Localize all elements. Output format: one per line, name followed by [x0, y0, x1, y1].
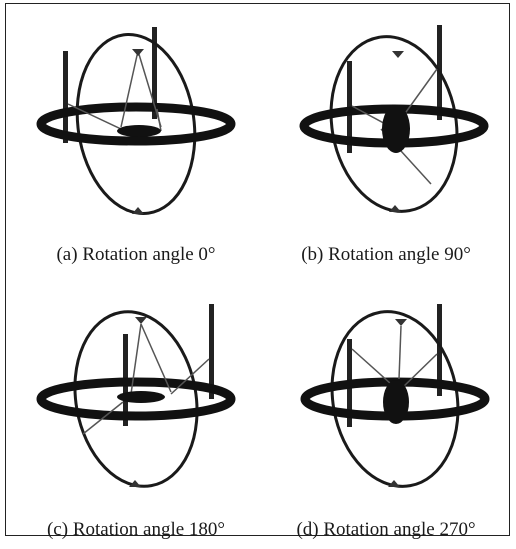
horizontal-ring	[36, 102, 236, 146]
disk-body	[383, 380, 409, 424]
right-post	[437, 304, 442, 396]
figure-frame: (a) Rotation angle 0° (b) Rotation angle…	[5, 3, 511, 540]
bottom-marker-icon	[132, 207, 144, 214]
panel-rotation-90: (b) Rotation angle 90°	[261, 9, 511, 274]
panel-rotation-0: (a) Rotation angle 0°	[11, 9, 261, 274]
top-marker-icon	[392, 51, 404, 58]
cable	[170, 358, 210, 395]
top-marker-icon	[395, 319, 407, 326]
cable	[140, 323, 172, 393]
gimbal-diagram-270	[300, 304, 490, 488]
bottom-marker-icon	[129, 480, 141, 487]
gimbal-diagram-90	[299, 25, 489, 213]
top-marker-icon	[135, 317, 147, 324]
disk-body	[117, 125, 161, 137]
disk-body	[382, 105, 410, 153]
disk-body	[117, 391, 165, 403]
caption-rotation-180: (c) Rotation angle 180°	[46, 519, 226, 540]
bottom-marker-icon	[388, 480, 400, 487]
panel-rotation-180: (c) Rotation angle 180°	[11, 284, 261, 549]
cable	[67, 103, 122, 130]
cable	[398, 325, 402, 380]
top-marker-icon	[132, 49, 144, 56]
right-post	[152, 27, 157, 119]
cable	[400, 68, 438, 120]
horizontal-ring	[36, 377, 236, 421]
left-post	[63, 51, 68, 143]
caption-rotation-270: (d) Rotation angle 270°	[296, 519, 476, 540]
panel-rotation-270: (d) Rotation angle 270°	[261, 284, 511, 549]
cable	[137, 50, 162, 128]
cable	[400, 353, 438, 390]
cable	[82, 401, 124, 435]
caption-rotation-0: (a) Rotation angle 0°	[56, 244, 216, 265]
vertical-ring	[75, 33, 197, 215]
bottom-marker-icon	[389, 205, 401, 212]
cable	[351, 348, 392, 385]
cable	[130, 323, 142, 395]
cable	[120, 50, 139, 128]
gimbal-diagram-180	[36, 304, 236, 488]
caption-rotation-90: (b) Rotation angle 90°	[301, 244, 471, 265]
gimbal-diagram-0	[36, 27, 236, 215]
right-post	[209, 304, 214, 399]
